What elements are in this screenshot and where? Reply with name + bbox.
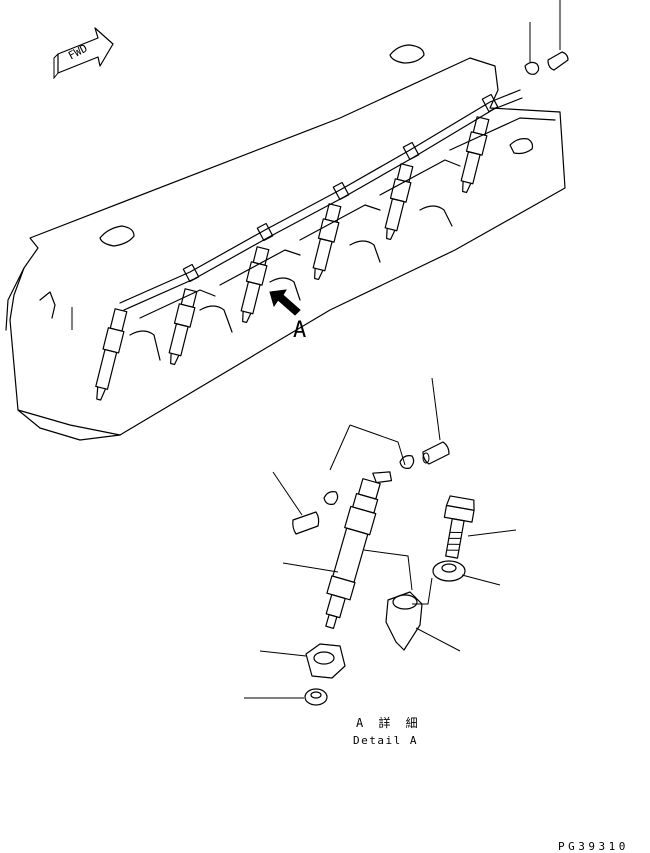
detail-caption-en: Detail A [353, 734, 418, 747]
head-cover [5, 44, 566, 441]
view-callout-label: A [293, 318, 307, 343]
detail-a-parts [244, 377, 517, 706]
view-arrow-icon [269, 289, 301, 316]
fwd-arrow-icon [57, 27, 114, 74]
top-right-parts [524, 0, 569, 75]
detail-caption-jp: A 詳 細 [356, 716, 422, 730]
leak-off-pipe [119, 89, 523, 311]
injectors-installed [95, 116, 490, 401]
drawing-code: PG39310 [558, 840, 629, 853]
